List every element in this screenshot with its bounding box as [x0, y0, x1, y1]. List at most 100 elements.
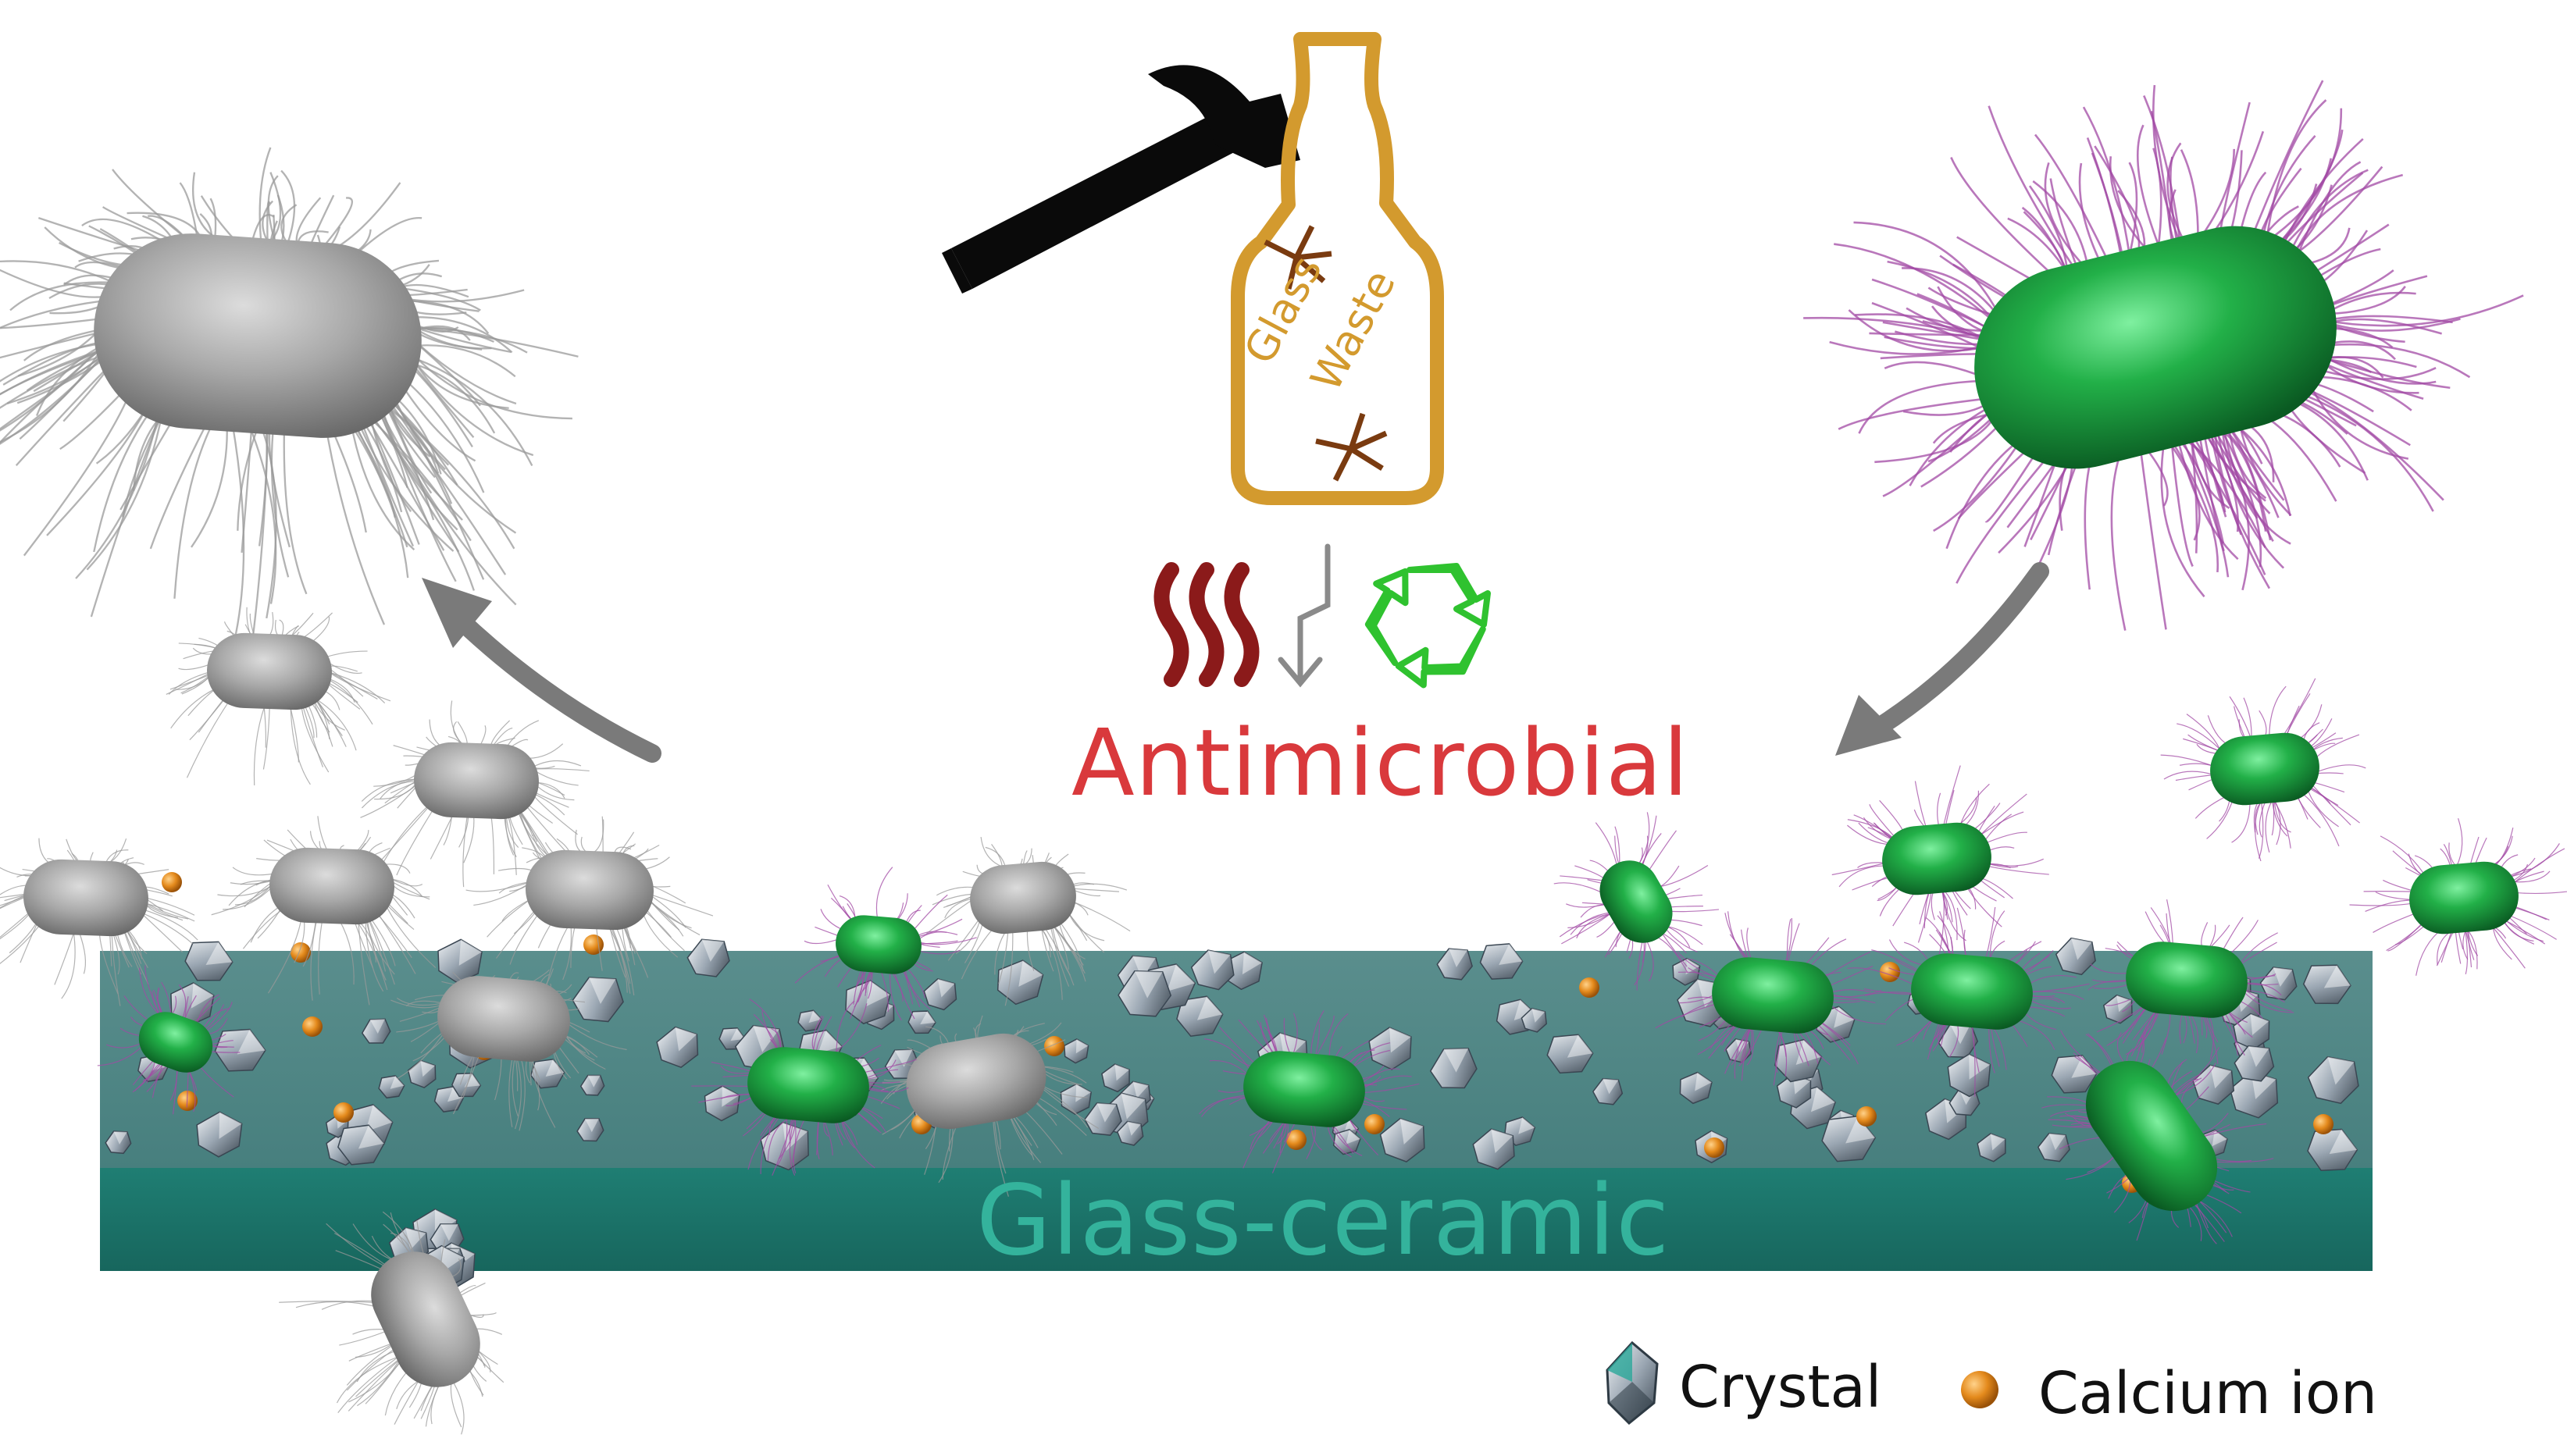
crystal: [1479, 943, 1524, 980]
live-bacterium: [2349, 817, 2567, 976]
crystal: [845, 980, 891, 1025]
dead-bacterium: [880, 1015, 1100, 1197]
slab-bottom-layer: [100, 1168, 2373, 1271]
crystal: [170, 982, 215, 1027]
dead-bacterium: [211, 816, 437, 1006]
crystal: [2192, 1064, 2235, 1105]
crystal: [923, 977, 957, 1011]
crystal: [1821, 1116, 1877, 1162]
crystal: [105, 1130, 132, 1155]
live-bacterium: [1553, 812, 1720, 991]
calcium-ion: [583, 934, 604, 955]
crystal: [2259, 967, 2298, 1001]
crystal: [378, 1075, 405, 1099]
crystal: [1679, 1071, 1713, 1105]
crystal: [1116, 1120, 1144, 1146]
crystal: [337, 1124, 385, 1166]
dead-bacterium: [279, 1211, 504, 1435]
calcium-ion: [302, 1016, 323, 1037]
crystal: [572, 977, 624, 1023]
crystal: [1176, 995, 1224, 1037]
dead-bacterium: [360, 700, 590, 888]
crystal: [579, 1074, 605, 1096]
crystal: [1064, 1038, 1089, 1064]
crystal: [529, 1059, 565, 1089]
squiggle-down-arrow-icon: [1278, 543, 1331, 688]
crystal: [1101, 1063, 1130, 1093]
crystal: [407, 1059, 437, 1089]
crack-icon: [1264, 225, 1332, 290]
dead-bacterium: [0, 838, 198, 1006]
dead-bacterium: [390, 968, 627, 1131]
crystal: [1332, 1128, 1361, 1155]
live-bacterium: [1655, 911, 1886, 1086]
calcium-ion: [1704, 1137, 1724, 1158]
legend-calcium-ion-icon: [1961, 1371, 1998, 1408]
crystal: [1190, 949, 1235, 991]
crystal: [2051, 1055, 2098, 1094]
calcium-ion: [1044, 1036, 1064, 1056]
live-bacterium: [1803, 80, 2524, 631]
crystal: [1118, 970, 1172, 1017]
arrow-from-live-bacterium: [1835, 562, 2049, 756]
live-bacterium: [2087, 899, 2294, 1064]
legend-crystal-label: Crystal: [1679, 1354, 1882, 1421]
arrow-to-dead-bacteria: [422, 578, 661, 763]
calcium-ion: [333, 1102, 354, 1123]
hammer-icon: [942, 65, 1300, 294]
crystal: [996, 959, 1044, 1006]
crystal: [196, 1111, 243, 1158]
crystal: [2055, 937, 2096, 976]
crystal: [1521, 1007, 1548, 1033]
live-bacterium: [1199, 1010, 1420, 1173]
calcium-ion: [1286, 1130, 1307, 1150]
calcium-ion: [1579, 977, 1599, 998]
crystal: [1379, 1117, 1425, 1162]
crystal: [184, 941, 234, 981]
legend-crystal-icon: [1606, 1340, 1659, 1426]
crystal: [1947, 1053, 1991, 1098]
crystal: [797, 1009, 823, 1032]
live-bacterium: [97, 965, 241, 1115]
crystal: [433, 1086, 465, 1112]
crystal: [686, 938, 730, 977]
live-bacterium: [1831, 765, 2049, 956]
dead-bacterium: [166, 607, 391, 786]
calcium-ion: [162, 872, 182, 892]
live-bacterium: [2160, 678, 2366, 862]
recycle-icon: [1364, 563, 1491, 689]
live-bacterium: [691, 999, 917, 1176]
calcium-ion: [1364, 1114, 1385, 1134]
calcium-ion: [1880, 962, 1900, 982]
legend-calcium-ion-label: Calcium ion: [2038, 1360, 2378, 1427]
glass-ceramic-label: Glass-ceramic: [976, 1165, 1670, 1277]
live-bacterium: [2041, 1026, 2274, 1244]
live-bacterium: [794, 867, 977, 1021]
crystal: [2307, 1128, 2358, 1172]
crystal: [361, 1018, 391, 1044]
antimicrobial-title: Antimicrobial: [1071, 709, 1690, 817]
crystal: [1592, 1077, 1624, 1105]
crystal: [1224, 951, 1263, 991]
crystal: [656, 1026, 699, 1069]
crystal: [214, 1028, 266, 1072]
crystal: [2302, 964, 2351, 1005]
live-bacterium: [1847, 906, 2090, 1097]
crack-icon: [1315, 412, 1388, 482]
crystal: [1436, 948, 1473, 981]
calcium-ion: [291, 942, 311, 963]
dead-bacterium: [0, 147, 579, 668]
crystal: [1977, 1133, 2006, 1162]
crystal: [1368, 1027, 1412, 1070]
crystal: [1429, 1048, 1478, 1089]
crystal: [2037, 1132, 2070, 1162]
calcium-ion: [1856, 1106, 1877, 1127]
crystal: [437, 938, 483, 984]
crystal: [1546, 1034, 1594, 1074]
crystal: [1472, 1128, 1515, 1170]
crystal: [1084, 1102, 1122, 1136]
crystal: [2307, 1056, 2359, 1105]
dead-bacterium: [465, 816, 714, 998]
